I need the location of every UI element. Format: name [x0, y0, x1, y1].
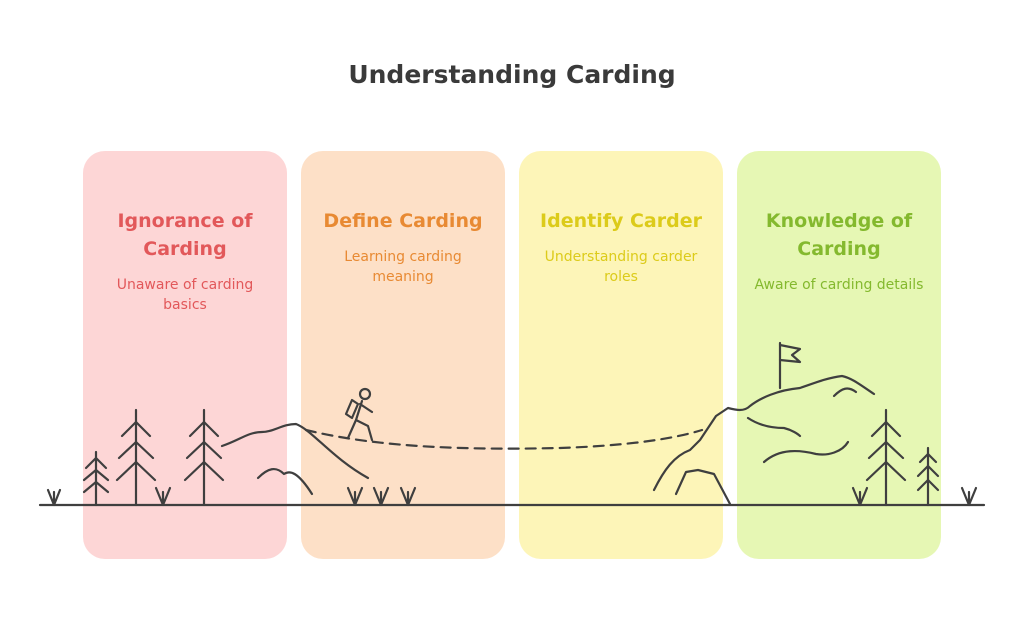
grass-icon: [46, 488, 62, 507]
grass-icon: [960, 486, 978, 507]
stage-title: Ignorance of Carding: [117, 210, 253, 260]
mountain-icon: [220, 422, 370, 496]
grass-icon: [346, 486, 364, 507]
hiker-icon: [344, 387, 374, 442]
stage-description: Unaware of carding basics: [116, 277, 254, 313]
stage-description: Learning carding meaning: [344, 249, 462, 285]
grass-icon: [851, 486, 869, 507]
tree-icon: [183, 408, 225, 507]
stage-title: Identify Carder: [540, 210, 702, 232]
tree-icon: [865, 408, 907, 507]
stage-card-identify: Identify Carder Understanding carder rol…: [519, 151, 723, 559]
stage-card-knowledge: Knowledge of Carding Aware of carding de…: [737, 151, 941, 559]
grass-icon: [372, 486, 390, 507]
grass-icon: [399, 486, 417, 507]
tree-icon: [82, 450, 110, 507]
stage-description: Aware of carding details: [754, 277, 924, 293]
grass-icon: [154, 486, 172, 507]
mountain-icon: [652, 374, 876, 506]
tree-icon: [916, 446, 940, 507]
stage-title: Knowledge of Carding: [765, 210, 913, 260]
dashed-trail: [304, 428, 704, 450]
flag-icon: [778, 341, 802, 390]
tree-icon: [115, 408, 157, 507]
stage-description: Understanding carder roles: [544, 249, 698, 285]
stage-card-ignorance: Ignorance of Carding Unaware of carding …: [83, 151, 287, 559]
diagram-title: Understanding Carding: [348, 60, 676, 89]
stage-title: Define Carding: [323, 210, 483, 232]
